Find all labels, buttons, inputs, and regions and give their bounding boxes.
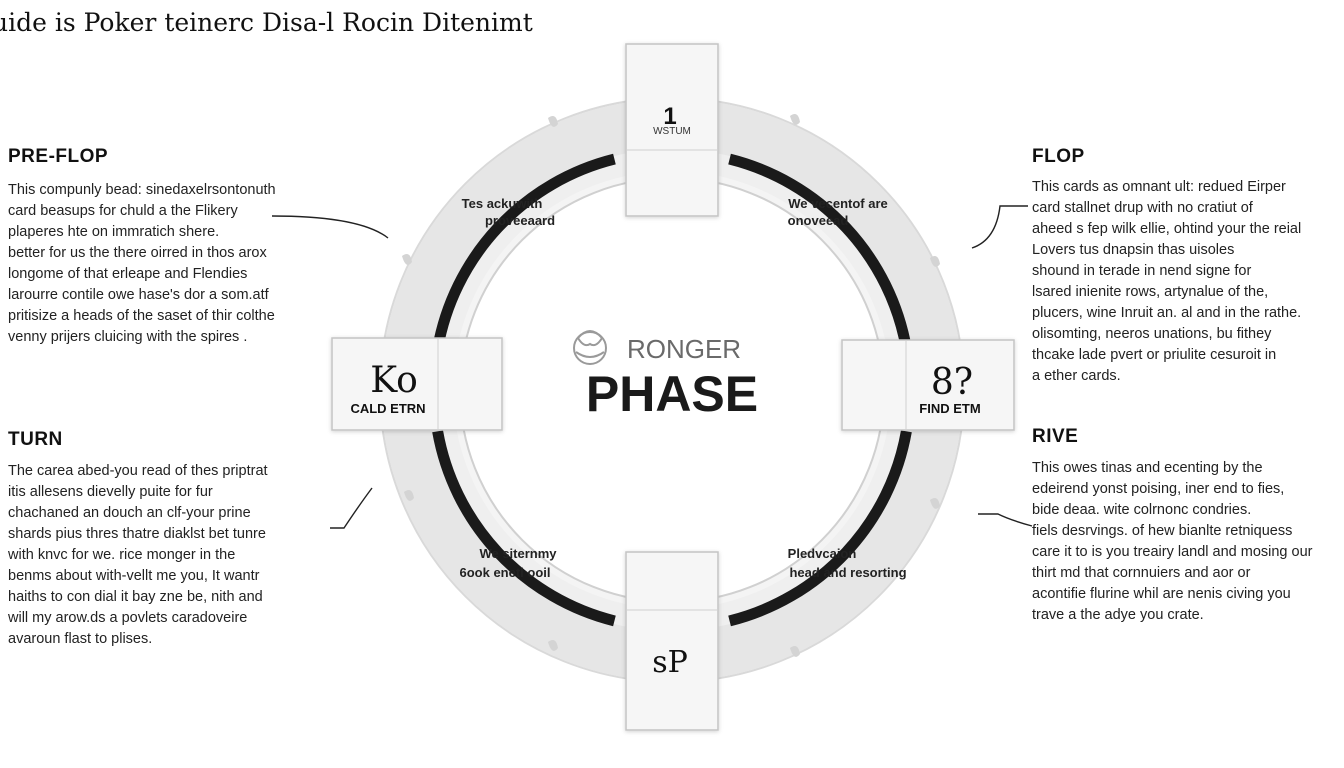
center-title: PHASE	[586, 366, 758, 422]
segment-label-bottom-left: We siternmy	[479, 546, 557, 561]
rive-line: edeirend yonst poising, iner end to fies…	[1032, 481, 1285, 497]
rive-heading: RIVE	[1032, 426, 1079, 447]
rive-line: fiels desrvings. of hew bianlte retnique…	[1032, 523, 1293, 539]
segment-label-top-right: onoveead	[788, 213, 849, 228]
poker-chip-logo-icon	[573, 330, 607, 365]
segment-label-top-left: Tes ackuwith	[462, 196, 543, 211]
pre-flop-line: plaperes hte on immratich shere.	[8, 224, 220, 240]
rive-text: This owes tinas and ecenting by the edei…	[1032, 458, 1312, 626]
turn-line: itis allesens dievelly puite for fur	[8, 484, 213, 500]
arc-bottom-right	[728, 430, 912, 627]
rive-line: bide deaa. wite colrnonc condries.	[1032, 502, 1252, 518]
connector-pre-flop	[271, 215, 389, 239]
segment-label-top-right: We vecentof are	[788, 196, 887, 211]
phase-arcs	[432, 153, 912, 627]
flop-line: thcake lade pvert or priulite cesuroit i…	[1032, 347, 1277, 363]
flop-line: This cards as omnant ult: redued Eirper	[1032, 179, 1286, 195]
rive-line: thirt md that cornnuiers and aor or	[1032, 565, 1251, 581]
turn-line: shards pius thres thatre diaklst bet tun…	[8, 526, 266, 542]
flop-line: card stallnet drup with no cratiut of	[1032, 200, 1253, 216]
turn-line: chachaned an douch an clf-your prine	[8, 505, 251, 521]
flop-heading: FLOP	[1032, 146, 1085, 167]
flop-text: This cards as omnant ult: redued Eirper …	[1032, 177, 1301, 387]
turn-line: will my arow.ds a povlets caradoveire	[8, 610, 248, 626]
turn-line: haiths to con dial it bay zne be, nith a…	[8, 589, 263, 605]
flop-line: plucers, wine Inruit an. al and in the r…	[1032, 305, 1302, 321]
pre-flop-line: venny prijers cluicing with the spires .	[8, 329, 248, 345]
right-tab-label: FIND ETM	[919, 401, 980, 416]
segment-label-bottom-right: Pledvcaion	[788, 546, 857, 561]
pre-flop-line: longome of that erleape and Flendies	[8, 266, 248, 282]
turn-line: avaroun flast to plises.	[8, 631, 153, 647]
rive-line: care it to is you treairy landl and mosi…	[1032, 544, 1313, 560]
rive-line: This owes tinas and ecenting by the	[1032, 460, 1263, 476]
left-tab-symbol: Ko	[370, 360, 418, 401]
turn-line: benms about with-vellt me you, It wantr	[8, 568, 260, 584]
pre-flop-line: better for us the there oirred in thos a…	[8, 245, 267, 261]
turn-heading: TURN	[8, 429, 63, 450]
connector-flop	[971, 205, 1028, 249]
arc-top-left	[432, 153, 616, 350]
flop-line: a ether cards.	[1032, 368, 1121, 384]
segment-label-top-left: proveeaard	[485, 213, 555, 228]
center-subtitle: RONGER	[627, 334, 741, 364]
turn-line: The carea abed-you read of thes priptrat	[8, 463, 268, 479]
top-tab-number: 1	[663, 103, 676, 130]
pre-flop-line: This compunly bead: sinedaxelrsontonuth	[8, 182, 276, 198]
segment-label-bottom-right: head and resorting	[789, 565, 906, 580]
arc-top-right	[728, 153, 912, 350]
rive-line: acontifie flurine whil are nenis civing …	[1032, 586, 1291, 602]
flop-line: olisomting, neeros unations, bu fithey	[1032, 326, 1272, 342]
pre-flop-line: pritisize a heads of the saset of thir c…	[8, 308, 275, 324]
connector-lines	[271, 205, 1033, 529]
rive-line: trave a the adye you crate.	[1032, 607, 1204, 623]
right-tab-symbol: 8?	[931, 362, 973, 403]
left-phase-tab	[331, 337, 503, 431]
bottom-phase-tab	[625, 551, 719, 731]
top-phase-tab	[625, 43, 719, 217]
arc-bottom-left	[432, 430, 616, 627]
flop-line: Lovers tus dnapsin thas uisoles	[1032, 242, 1235, 258]
segment-label-bottom-left: 6ook enetl ooil	[459, 565, 550, 580]
right-phase-tab	[841, 339, 1015, 431]
flop-line: shound in terade in nend signe for	[1032, 263, 1252, 279]
pre-flop-line: larourre contile owe hase's dor a som.at…	[8, 287, 269, 303]
bottom-tab-symbol: sP	[652, 645, 688, 680]
flop-line: lsared inienite rows, artynalue of the,	[1032, 284, 1269, 300]
page-title: uide is Poker teinerc Disa-l Rocin Diten…	[0, 8, 533, 37]
turn-line: with knvc for we. rice monger in the	[8, 547, 236, 563]
pre-flop-heading: PRE-FLOP	[8, 146, 109, 167]
leaf-ornament-icon	[402, 114, 940, 657]
left-tab-label: CALD ETRN	[350, 401, 425, 416]
pre-flop-text: This compunly bead: sinedaxelrsontonuth …	[8, 180, 276, 348]
pre-flop-line: card beasups for chuld a the Flikery	[8, 203, 238, 219]
connector-rive	[978, 513, 1033, 527]
connector-turn	[330, 487, 373, 529]
turn-text: The carea abed-you read of thes priptrat…	[8, 461, 268, 650]
flop-line: aheed s fep wilk ellie, ohtind your the …	[1032, 221, 1302, 237]
top-tab-label: WSTUM	[653, 126, 691, 137]
